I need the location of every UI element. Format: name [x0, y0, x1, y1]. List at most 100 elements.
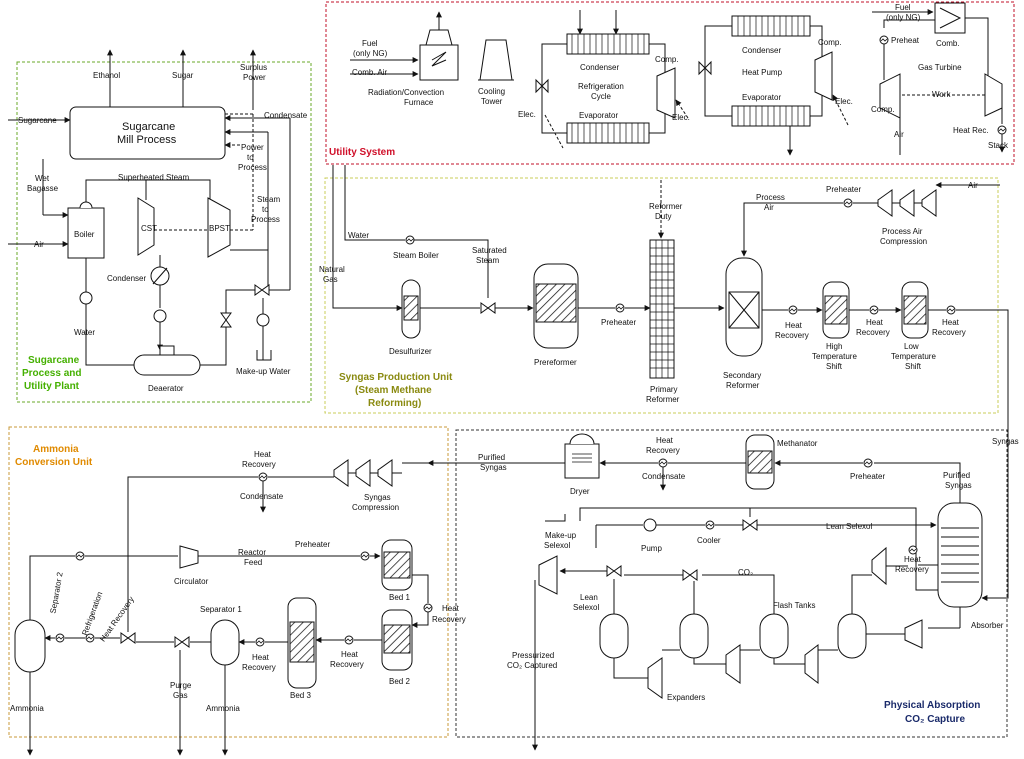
- sugarcane-section: Ethanol Sugar Surplus Power Sugarcane Mi…: [8, 49, 308, 393]
- furnace-fuel-1: Fuel: [362, 39, 378, 48]
- absorption-title-1: Physical Absorption: [884, 700, 980, 711]
- amm-preheater-label: Preheater: [295, 540, 330, 549]
- flash-tank-4: [837, 613, 867, 659]
- air-label-syngas: Air: [968, 181, 978, 190]
- secondary-reformer-2: Reformer: [726, 381, 760, 390]
- pump-label: Pump: [641, 544, 662, 553]
- methanator-label: Methanator: [777, 439, 818, 448]
- refrig-comp-label: Comp.: [655, 55, 679, 64]
- co2-label: CO₂: [738, 568, 753, 577]
- hp-elec-label: Elec.: [835, 97, 853, 106]
- ammonia-title-2: Conversion Unit: [15, 457, 93, 468]
- hp-comp-label: Comp.: [818, 38, 842, 47]
- air-label: Air: [34, 240, 44, 249]
- makeup-water-label: Make-up Water: [236, 367, 291, 376]
- condenser-label: Condenser: [107, 274, 146, 283]
- steam-to-process-1: Steam: [257, 195, 280, 204]
- purified-syngas-right-2: Syngas: [945, 481, 972, 490]
- hp-compressor: [814, 51, 833, 101]
- wet-bagasse-1: Wet: [35, 174, 50, 183]
- reactor-feed-1: Reactor: [238, 548, 266, 557]
- heat-pump-label: Heat Pump: [742, 68, 783, 77]
- cooling-tower: [479, 39, 513, 81]
- gt-comp-label: Comp.: [871, 105, 895, 114]
- pump-sugar-2: [79, 291, 93, 305]
- refrig-cycle-label-1: Refrigeration: [578, 82, 624, 91]
- power-to-process-3: Process: [238, 163, 267, 172]
- steam-to-process-2: to: [262, 205, 269, 214]
- deaerator: [133, 354, 201, 376]
- gt-fuel-2: (only NG): [886, 13, 921, 22]
- saturated-steam-2: Steam: [476, 256, 499, 265]
- primary-reformer-1: Primary: [650, 385, 678, 394]
- dryer: [564, 443, 600, 479]
- amm-condensate-label: Condensate: [240, 492, 284, 501]
- sugarcane-section-frame: [16, 61, 312, 403]
- water-label-sugar: Water: [74, 328, 95, 337]
- makeup-selexol-2: Selexol: [544, 541, 570, 550]
- process-air-1: Process: [756, 193, 785, 202]
- hr-b3-2: Recovery: [242, 663, 276, 672]
- sugarcane-title-1: Sugarcane: [28, 355, 80, 366]
- syncomp-label-2: Compression: [352, 503, 399, 512]
- gt-comb-label: Comb.: [936, 39, 960, 48]
- refrig-elec-label: Elec.: [672, 113, 690, 122]
- hr1-label-1: Heat: [785, 321, 803, 330]
- gt-air-label: Air: [894, 130, 904, 139]
- deaerator-label: Deaerator: [148, 384, 184, 393]
- absorption-preheater: Preheater: [850, 472, 885, 481]
- refrig-evaporator-label: Evaporator: [579, 111, 618, 120]
- syncomp-label-1: Syngas: [364, 493, 391, 502]
- amm-hr-label-2: Recovery: [242, 460, 276, 469]
- comb-air-label: Comb. Air: [352, 68, 387, 77]
- bpst-turbine: [207, 197, 231, 258]
- furnace-label-2: Furnace: [404, 98, 434, 107]
- cooling-tower-label-1: Cooling: [478, 87, 505, 96]
- dryer-label: Dryer: [570, 487, 590, 496]
- sugarcane-input-label: Sugarcane: [18, 116, 57, 125]
- reformer-duty-2: Duty: [655, 212, 671, 221]
- natural-gas-1: Natural: [319, 265, 345, 274]
- mill-label-2: Mill Process: [117, 134, 177, 146]
- pac-label-2: Compression: [880, 237, 927, 246]
- circulator: [179, 545, 199, 569]
- purified-syngas-left-2: Syngas: [480, 463, 507, 472]
- secondary-reformer-1: Secondary: [723, 371, 761, 380]
- ethanol-label: Ethanol: [93, 71, 120, 80]
- purified-syngas-right-1: Purified: [943, 471, 970, 480]
- cooler-label: Cooler: [697, 536, 721, 545]
- utility-title: Utility System: [329, 147, 395, 158]
- hr-b3-1: Heat: [252, 653, 270, 662]
- syngas-section-frame: [324, 177, 999, 414]
- mill-label-1: Sugarcane: [122, 121, 175, 133]
- heat-rec-label: Heat Rec.: [953, 126, 989, 135]
- absorption-section: Absorber Purified Syngas Preheater Metha…: [427, 433, 1004, 751]
- hr-bed-2: Recovery: [432, 615, 466, 624]
- sugarcane-title-2: Process and: [22, 368, 81, 379]
- utility-section: Fuel (only NG) Comb. Air Radiation/Conve…: [329, 2, 1009, 158]
- sugarcane-title-3: Utility Plant: [24, 381, 80, 392]
- sugar-label: Sugar: [172, 71, 194, 80]
- abs-co2-compressor: [538, 555, 558, 595]
- hr2-label-1: Heat: [866, 318, 884, 327]
- separator-2: [14, 619, 46, 673]
- lts-label-3: Shift: [905, 362, 922, 371]
- surplus-power-label-2: Power: [243, 73, 266, 82]
- syngas-title-3: Reforming): [368, 398, 421, 409]
- pressurized-co2-2: CO₂ Captured: [507, 661, 557, 670]
- preheater-label: Preheater: [601, 318, 636, 327]
- refrig-elec-label-2: Elec.: [518, 110, 536, 119]
- cooling-tower-label-2: Tower: [481, 97, 503, 106]
- gt-fuel-1: Fuel: [895, 3, 911, 12]
- refrig-condenser-label: Condenser: [580, 63, 619, 72]
- prereformer-label: Prereformer: [534, 358, 577, 367]
- stack-label: Stack: [988, 141, 1009, 150]
- purge-gas-1: Purge: [170, 681, 192, 690]
- primary-reformer-2: Reformer: [646, 395, 680, 404]
- abs-compressor: [904, 619, 923, 649]
- boiler-label: Boiler: [74, 230, 95, 239]
- hr3-label-2: Recovery: [932, 328, 966, 337]
- sep1-label: Separator 1: [200, 605, 242, 614]
- abs-hr3-label-2: Recovery: [895, 565, 929, 574]
- wet-bagasse-2: Bagasse: [27, 184, 59, 193]
